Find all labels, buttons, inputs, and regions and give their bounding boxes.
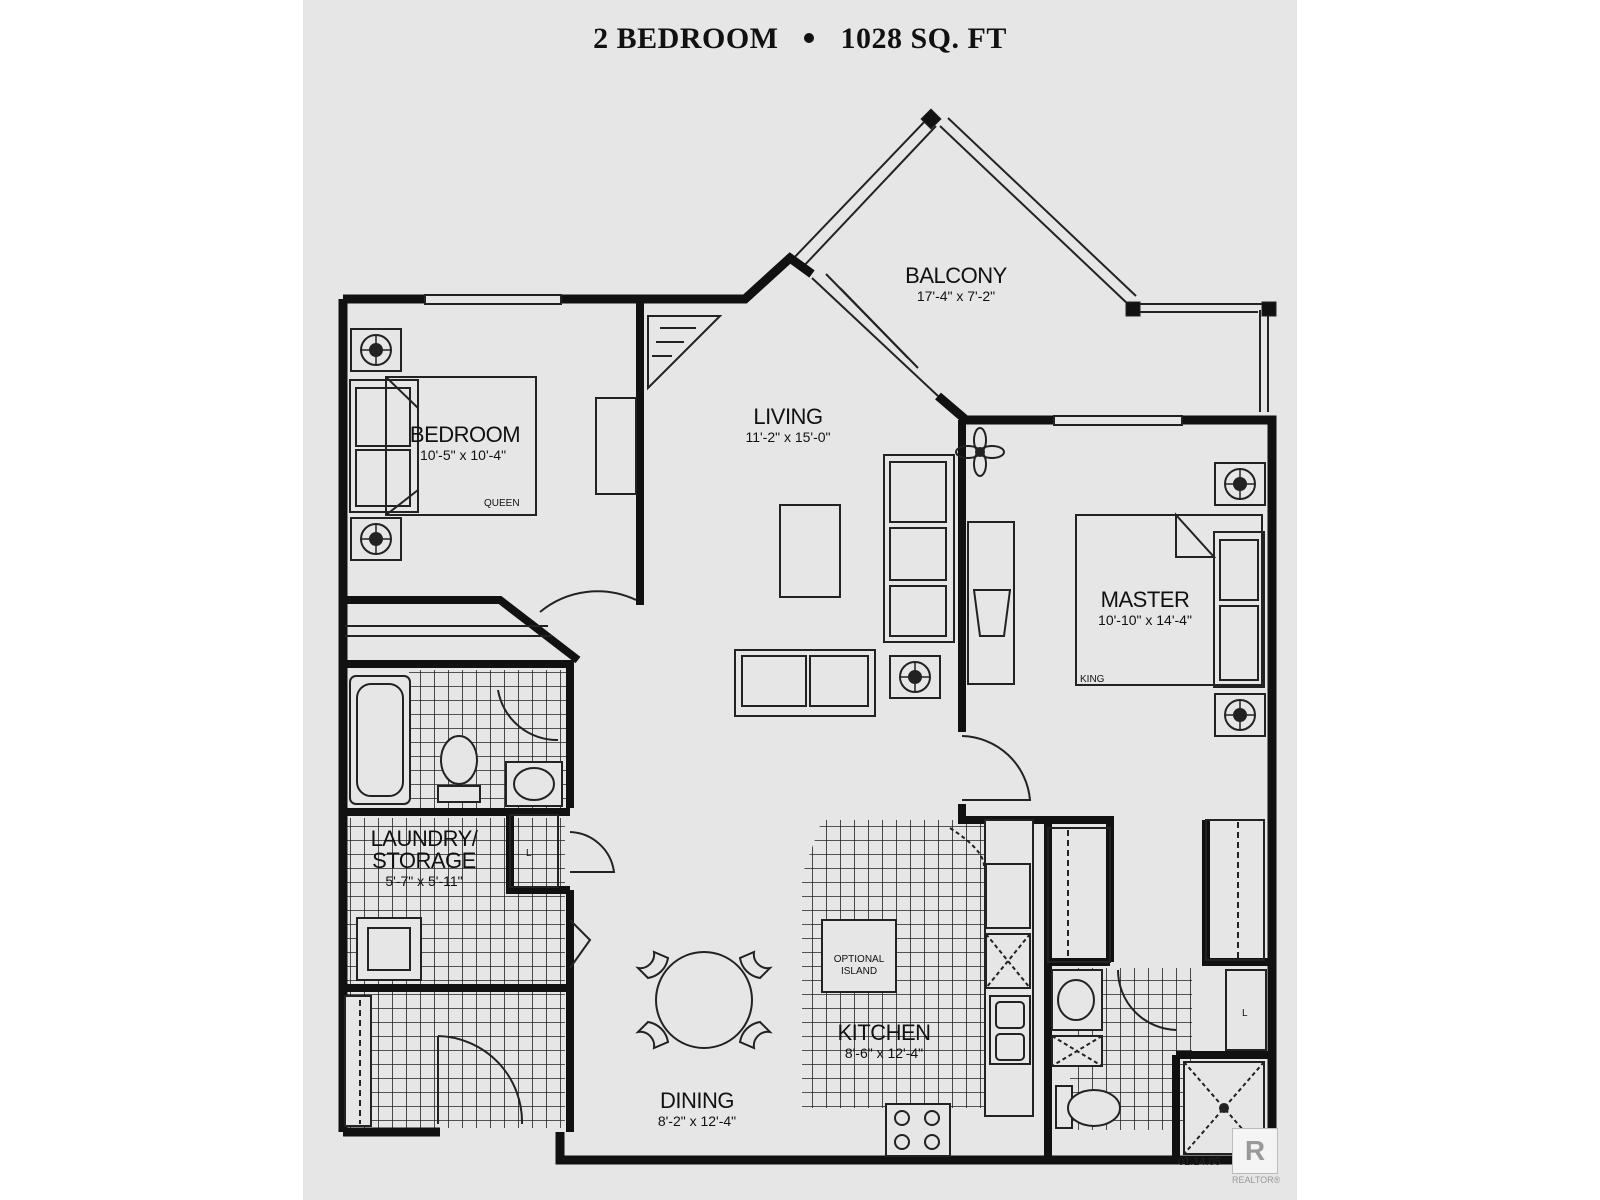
door-swings: [437, 590, 1177, 1125]
dining-label: DINING: [660, 1088, 734, 1113]
bedroom-bed-size: QUEEN: [484, 498, 520, 509]
dining-table: [635, 950, 773, 1050]
tiled-floors: [343, 670, 1192, 1130]
kitchen-dimensions: 8'-6" x 12'-4": [845, 1045, 923, 1061]
bedroom-count: 2 BEDROOM: [593, 22, 779, 55]
realtor-logo-icon: R: [1232, 1128, 1278, 1174]
bedroom-label: BEDROOM: [410, 422, 520, 447]
square-footage: 1028 SQ. FT: [840, 22, 1007, 55]
storage-label: STORAGE: [372, 848, 476, 873]
realtor-watermark: R REALTOR®: [1232, 1128, 1281, 1192]
laundry-label: LAUNDRY/: [371, 826, 479, 851]
island-label-line2: ISLAND: [841, 966, 877, 977]
balcony-dimensions: 17'-4" x 7'-2": [917, 288, 995, 304]
ensuite-bathroom: [1051, 969, 1265, 1155]
corner-cabinet: [647, 315, 723, 391]
ensuite-linen-mark: L: [1242, 1008, 1248, 1019]
master-dimensions: 10'-10" x 14'-4": [1098, 612, 1192, 628]
master-furniture: [1075, 462, 1266, 737]
bedroom-furniture: [349, 328, 637, 561]
plan-date-stamp: 01.14.05: [1178, 1156, 1221, 1168]
title-separator-dot: [804, 33, 815, 44]
realtor-caption: REALTOR®: [1232, 1175, 1281, 1185]
balcony-label: BALCONY: [905, 263, 1007, 288]
balcony-sliding-door: [811, 273, 939, 397]
balcony-railing: [789, 108, 1277, 412]
interior-walls: [343, 299, 1272, 1160]
laundry-dimensions: 5'-7" x 5'-11": [385, 873, 462, 889]
realtor-logo-letter: R: [1244, 1135, 1266, 1166]
room-labels: BALCONY 17'-4" x 7'-2" BEDROOM 10'-5" x …: [371, 263, 1248, 1129]
hall-bathroom: [349, 675, 563, 807]
kitchen-label: KITCHEN: [837, 1020, 930, 1045]
plan-title: 2 BEDROOM 1028 SQ. FT: [303, 22, 1297, 56]
closets: [345, 625, 1267, 1051]
kitchen-fixtures: [821, 819, 1034, 1157]
island-label-line1: OPTIONAL: [834, 954, 885, 965]
living-dimensions: 11'-2" x 15'-0": [745, 429, 830, 445]
master-bed-size: KING: [1080, 674, 1105, 685]
living-furniture: [734, 427, 1015, 717]
master-label: MASTER: [1101, 587, 1190, 612]
living-label: LIVING: [753, 404, 822, 429]
linen-closet-mark: L: [526, 848, 532, 859]
bedroom-dimensions: 10'-5" x 10'-4": [420, 447, 506, 463]
laundry-machines: [344, 917, 422, 1127]
dining-dimensions: 8'-2" x 12'-4": [658, 1113, 736, 1129]
windows: [424, 294, 1183, 426]
